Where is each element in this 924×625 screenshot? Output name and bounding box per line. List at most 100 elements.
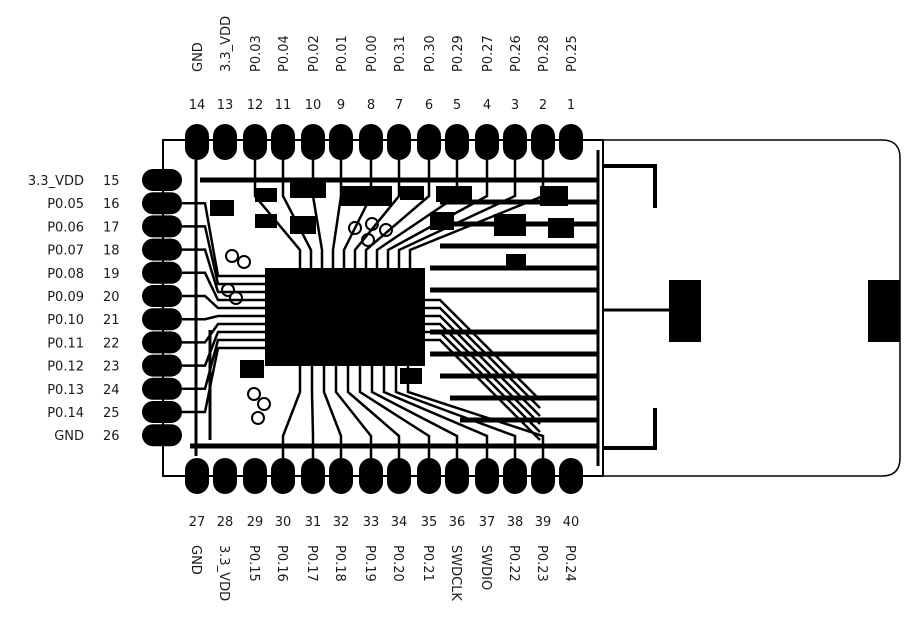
left-pin-label: P0.06 bbox=[47, 220, 84, 235]
top-trace bbox=[364, 160, 431, 268]
top-trace bbox=[253, 160, 302, 268]
top-pad-0 bbox=[185, 124, 209, 160]
bottom-pin-label: P0.23 bbox=[534, 545, 549, 582]
left-pin-label: P0.08 bbox=[47, 267, 84, 282]
left-pad-7 bbox=[142, 331, 182, 354]
left-pin-label: P0.14 bbox=[47, 406, 84, 421]
bottom-pin-number: 38 bbox=[507, 515, 524, 530]
antenna-pad-right bbox=[868, 280, 900, 342]
left-pad-11 bbox=[142, 424, 182, 447]
top-pin-number: 13 bbox=[217, 98, 234, 113]
top-pin-label: P0.27 bbox=[481, 35, 496, 72]
left-trace bbox=[182, 201, 265, 278]
left-pin-number: 15 bbox=[103, 174, 120, 189]
bottom-trace bbox=[394, 366, 517, 458]
top-pad-5 bbox=[329, 124, 353, 160]
bottom-trace bbox=[310, 366, 315, 458]
top-pad-3 bbox=[271, 124, 295, 160]
top-trace bbox=[397, 160, 517, 268]
bottom-trace bbox=[334, 366, 373, 458]
top-trace bbox=[353, 160, 401, 268]
top-pin-label: P0.30 bbox=[423, 35, 438, 72]
top-pin-number: 9 bbox=[337, 98, 345, 113]
bottom-pin-label: GND bbox=[188, 545, 203, 575]
bottom-pin-label: P0.20 bbox=[390, 545, 405, 582]
bottom-pin-label: 3.3_VDD bbox=[216, 545, 231, 601]
bottom-pin-label: P0.15 bbox=[246, 545, 261, 582]
bottom-pin-number: 29 bbox=[247, 515, 264, 530]
bottom-pad-1 bbox=[213, 458, 237, 494]
left-pin-number: 19 bbox=[103, 267, 120, 282]
bottom-pad-2 bbox=[243, 458, 267, 494]
bottom-pad-0 bbox=[185, 458, 209, 494]
left-pad-5 bbox=[142, 285, 182, 307]
top-trace bbox=[331, 160, 343, 268]
bottom-pad-5 bbox=[329, 458, 353, 494]
top-pin-number: 5 bbox=[453, 98, 461, 113]
left-pin-number: 25 bbox=[103, 406, 120, 421]
left-pin-number: 16 bbox=[103, 197, 120, 212]
right-trace bbox=[425, 314, 541, 417]
top-trace bbox=[342, 160, 373, 268]
bottom-pin-label: P0.16 bbox=[274, 545, 289, 582]
top-trace bbox=[311, 160, 324, 268]
left-pin-number: 20 bbox=[103, 290, 120, 305]
bottom-trace bbox=[358, 366, 431, 458]
left-pin-label: P0.10 bbox=[47, 313, 84, 328]
left-trace bbox=[182, 314, 265, 321]
left-pad-2 bbox=[142, 215, 182, 238]
left-pad-3 bbox=[142, 238, 182, 261]
bottom-pin-number: 27 bbox=[189, 515, 206, 530]
bottom-pin-number: 40 bbox=[563, 515, 580, 530]
left-trace bbox=[182, 322, 265, 344]
right-trace bbox=[425, 338, 541, 441]
left-trace bbox=[182, 330, 265, 367]
bottom-pad-6 bbox=[359, 458, 383, 494]
bottom-pin-number: 35 bbox=[421, 515, 438, 530]
left-pad-9 bbox=[142, 377, 182, 400]
left-pad-8 bbox=[142, 354, 182, 377]
bottom-trace bbox=[382, 366, 489, 458]
top-pin-number: 14 bbox=[189, 98, 206, 113]
bottom-trace bbox=[346, 366, 401, 458]
top-pads: 14GND133.3_VDD12P0.0311P0.0410P0.029P0.0… bbox=[185, 16, 583, 160]
left-pin-number: 18 bbox=[103, 244, 120, 259]
bottom-pin-label: P0.24 bbox=[562, 545, 577, 582]
bottom-pin-number: 39 bbox=[535, 515, 552, 530]
bottom-pin-number: 34 bbox=[391, 515, 408, 530]
bottom-pad-8 bbox=[417, 458, 441, 494]
right-trace bbox=[425, 306, 541, 409]
left-pin-label: P0.05 bbox=[47, 197, 84, 212]
left-pad-4 bbox=[142, 261, 182, 284]
left-pin-label: P0.12 bbox=[47, 360, 84, 375]
bottom-pin-number: 37 bbox=[479, 515, 496, 530]
top-pin-label: P0.26 bbox=[509, 35, 524, 72]
top-pin-label: P0.03 bbox=[249, 35, 264, 72]
bottom-pad-11 bbox=[503, 458, 527, 494]
bottom-pad-3 bbox=[271, 458, 295, 494]
bottom-pin-number: 32 bbox=[333, 515, 350, 530]
left-pin-label: P0.13 bbox=[47, 383, 84, 398]
bottom-pin-label: P0.19 bbox=[362, 545, 377, 582]
bottom-pin-number: 31 bbox=[305, 515, 322, 530]
antenna-outline bbox=[578, 139, 901, 477]
top-pin-number: 2 bbox=[539, 98, 547, 113]
top-pin-label: P0.01 bbox=[335, 35, 350, 72]
top-trace bbox=[386, 160, 489, 268]
left-pin-label: P0.11 bbox=[47, 336, 84, 351]
right-trace bbox=[425, 330, 541, 433]
top-pin-number: 7 bbox=[395, 98, 403, 113]
bottom-pin-label: SWDCLK bbox=[448, 545, 463, 601]
bottom-pin-number: 28 bbox=[217, 515, 234, 530]
top-pin-label: P0.04 bbox=[277, 35, 292, 72]
top-pad-6 bbox=[359, 124, 383, 160]
top-pad-1 bbox=[213, 124, 237, 160]
bottom-pad-13 bbox=[559, 458, 583, 494]
top-pin-number: 6 bbox=[425, 98, 433, 113]
antenna-trace-bottom bbox=[598, 408, 657, 450]
bottom-trace bbox=[281, 366, 302, 458]
top-pin-label: P0.31 bbox=[393, 35, 408, 72]
top-pin-label: P0.02 bbox=[307, 35, 322, 72]
left-pin-label: GND bbox=[54, 429, 84, 444]
